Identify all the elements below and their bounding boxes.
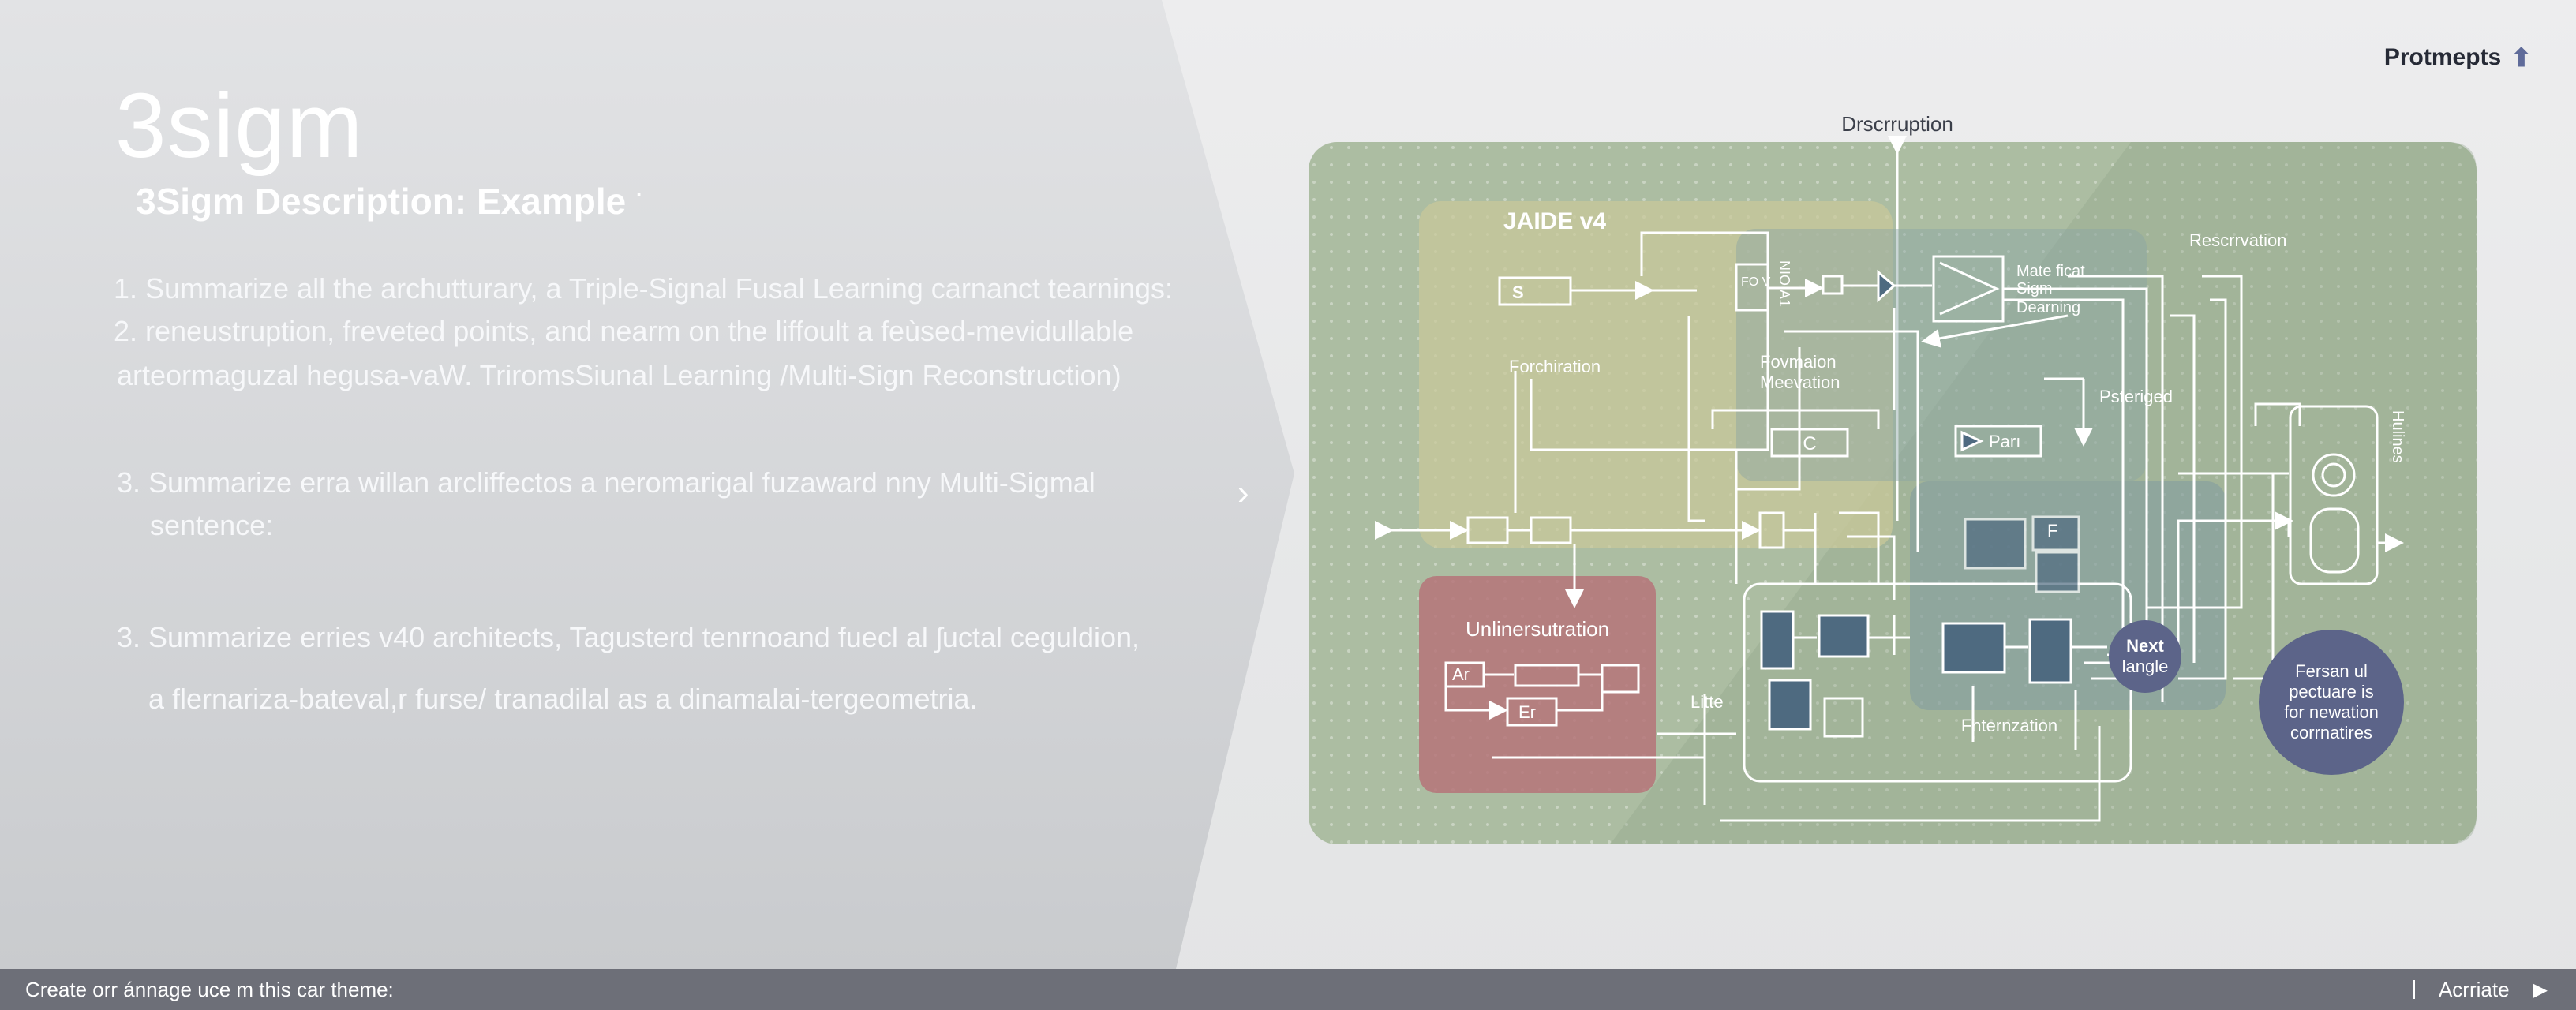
left-panel bbox=[0, 0, 1294, 969]
circle-line4: corrnatires bbox=[2290, 723, 2372, 743]
jaide-label: JAIDE v4 bbox=[1503, 208, 1606, 234]
fov-label: FO V bbox=[1741, 275, 1771, 289]
step-two-continuation: arteormaguzal hegusa-vaW. TriromsSiunal … bbox=[117, 359, 1121, 391]
litte-label: Litte bbox=[1690, 692, 1724, 712]
ar-label: Ar bbox=[1452, 664, 1470, 684]
prompt-text[interactable]: Create orr ánnage uce m this car theme: bbox=[25, 977, 394, 1001]
chevron-right-icon[interactable]: › bbox=[1237, 473, 1249, 512]
c-box bbox=[1770, 428, 1849, 458]
page-subtitle: 3Sigm Description: Example · bbox=[136, 180, 643, 223]
f-label: F bbox=[2047, 521, 2057, 541]
next-langle-node bbox=[2109, 620, 2181, 693]
step-one-line: 1. Summarize all the archutturary, a Tri… bbox=[114, 272, 1173, 305]
step-four-continuation: a flernariza-bateval,r furse/ tranadilal… bbox=[148, 683, 978, 715]
prompts-link[interactable]: Protmepts ⬆ bbox=[2384, 43, 2532, 73]
output-circle bbox=[2259, 630, 2404, 775]
page-title: 3sigm bbox=[115, 74, 364, 177]
fnternzation-label: Fnternzation bbox=[1961, 716, 2057, 735]
unlinersutration-label: Unlinersutration bbox=[1466, 617, 1609, 641]
parr-label: Parı bbox=[1989, 432, 2020, 451]
c-box-label: C bbox=[1803, 433, 1816, 454]
er-label: Er bbox=[1518, 702, 1536, 722]
circle-line1: Fersan ul bbox=[2295, 661, 2368, 681]
bottom-bar: Create orr ánnage uce m this car theme: … bbox=[0, 969, 2576, 1010]
step-two-line: 2. reneustruption, freveted points, and … bbox=[114, 315, 1134, 347]
side-label: Hulines bbox=[2389, 410, 2406, 463]
parr-box bbox=[1954, 425, 2042, 458]
divider bbox=[2412, 980, 2415, 999]
side-device bbox=[2289, 405, 2379, 585]
next-label: Next bbox=[2126, 636, 2164, 656]
play-icon[interactable]: ▶ bbox=[2533, 978, 2548, 1001]
sigm-label: Sigm bbox=[2016, 280, 2053, 297]
subtitle-mark: · bbox=[635, 181, 643, 206]
teal-block bbox=[1736, 229, 2147, 481]
vertical-label: NIOIA1 bbox=[1777, 260, 1792, 307]
step-four-line: 3. Summarize erries v40 architects, Tagu… bbox=[117, 621, 1140, 653]
step-three-line: 3. Summarize erra willan arcliffectos a … bbox=[117, 466, 1095, 499]
architecture-diagram: Drscrruption JAIDE v4 Unlinersutration bbox=[1309, 112, 2477, 844]
psteriged-label: Psteriged bbox=[2099, 387, 2173, 406]
prompts-label: Protmepts bbox=[2383, 44, 2502, 70]
fovmaion-label: Fovmaion bbox=[1760, 352, 1837, 372]
top-label: Drscrruption bbox=[1841, 112, 1953, 136]
reservation-label: Rescrrvation bbox=[2189, 230, 2286, 250]
subtitle-text: 3Sigm Description: Example bbox=[136, 181, 627, 222]
mate-label: Mate ficat bbox=[2016, 263, 2085, 280]
up-arrow-icon: ⬆ bbox=[2510, 43, 2532, 72]
forchiration-label: Forchiration bbox=[1509, 357, 1601, 376]
langle-label: langle bbox=[2122, 656, 2169, 676]
activate-button[interactable]: Acrriate bbox=[2438, 977, 2510, 1001]
bar-controls: Acrriate ▶ bbox=[2412, 977, 2548, 1002]
circle-line3: for newation bbox=[2284, 702, 2379, 722]
circle-line2: pectuare is bbox=[2289, 682, 2374, 701]
dearning-label: Dearning bbox=[2016, 299, 2080, 316]
s-box-label: S bbox=[1512, 282, 1524, 302]
step-three-continuation: sentence: bbox=[150, 509, 274, 541]
meevation-label: Meevation bbox=[1760, 372, 1840, 392]
